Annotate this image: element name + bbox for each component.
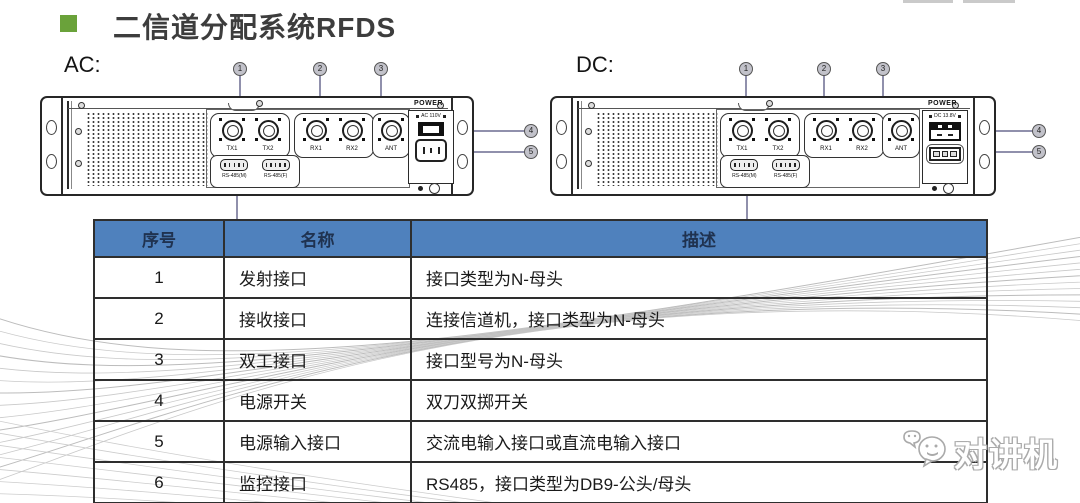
ac-section-label: AC: [64, 52, 101, 77]
power-label: POWER [928, 100, 957, 107]
db9-group: RS-485(M) RS-485(F) [210, 155, 300, 188]
power-switch [929, 122, 961, 141]
n-connector-ant: ANT [376, 115, 406, 153]
tx-connector-group: TX1 TX2 [210, 113, 290, 158]
callout-2-dc: 2 [817, 62, 831, 76]
n-connector-rx1: RX1 [811, 115, 841, 153]
table-row: 1 发射接口 接口类型为N-母头 [93, 256, 988, 299]
cell-index: 4 [93, 379, 225, 422]
power-indicator [418, 183, 440, 194]
table-row: 2 接收接口 连接信道机，接口类型为N-母头 [93, 297, 988, 340]
rack-ear [42, 98, 63, 194]
title-bullet-icon [60, 15, 77, 32]
dc-section-label: DC: [576, 52, 614, 77]
dc-voltage-label: DC 13.8V [934, 113, 956, 119]
rx-connector-group: RX1 RX2 [804, 113, 884, 158]
wechat-bubbles-icon [903, 430, 946, 468]
power-indicator [932, 183, 954, 194]
callout-1-ac: 1 [233, 62, 247, 76]
cell-description: 接口类型为N-母头 [410, 256, 988, 299]
cell-name: 双工接口 [223, 338, 412, 381]
n-connector-tx1: TX1 [727, 115, 757, 153]
callout-5-dc: 5 [1032, 145, 1046, 159]
callout-4-dc: 4 [1032, 124, 1046, 138]
cell-index: 3 [93, 338, 225, 381]
rack-ear [973, 98, 994, 194]
rack-ear [451, 98, 472, 194]
header-name: 名称 [223, 219, 412, 258]
callout-5-ac: 5 [524, 145, 538, 159]
header-description: 描述 [410, 219, 988, 258]
cell-name: 电源输入接口 [223, 420, 412, 463]
n-connector-rx2: RX2 [337, 115, 367, 153]
cell-description: 接口型号为N-母头 [410, 338, 988, 381]
page-title: 二信道分配系统RFDS [113, 12, 397, 43]
table-row: 5 电源输入接口 交流电输入接口或直流电输入接口 [93, 420, 988, 463]
interface-table: 序号 名称 描述 1 发射接口 接口类型为N-母头 2 接收接口 连接信道机，接… [93, 219, 988, 503]
db9-connector: RS-485(F) [258, 159, 294, 181]
table-row: 3 双工接口 接口型号为N-母头 [93, 338, 988, 381]
watermark-text: 对讲机 [954, 436, 1059, 473]
cell-description: 连接信道机，接口类型为N-母头 [410, 297, 988, 340]
ac-power-panel: AC 110V [408, 110, 454, 184]
db9-connector: RS-485(F) [768, 159, 804, 181]
cell-index: 2 [93, 297, 225, 340]
ac-rear-panel-diagram: TX1 TX2 RX1 RX2 ANT [40, 96, 474, 196]
ant-connector-group: ANT [882, 113, 920, 158]
cropped-watermark-fragment [903, 0, 953, 3]
tx-connector-group: TX1 TX2 [720, 113, 800, 158]
callout-1-dc: 1 [739, 62, 753, 76]
cell-index: 6 [93, 461, 225, 503]
n-connector-tx2: TX2 [763, 115, 793, 153]
n-connector-ant: ANT [886, 115, 916, 153]
n-connector-rx2: RX2 [847, 115, 877, 153]
dc-power-panel: DC 13.8V [922, 110, 968, 184]
vent-grid [86, 112, 208, 186]
rx-connector-group: RX1 RX2 [294, 113, 374, 158]
table-row: 6 监控接口 RS485，接口类型为DB9-公头/母头 [93, 461, 988, 503]
cell-name: 电源开关 [223, 379, 412, 422]
rack-ear [552, 98, 573, 194]
cell-name: 接收接口 [223, 297, 412, 340]
dc-terminal-block [926, 144, 964, 164]
vent-grid [596, 112, 718, 186]
title-row: 二信道分配系统RFDS [60, 6, 396, 46]
cell-index: 1 [93, 256, 225, 299]
table-header-row: 序号 名称 描述 [93, 219, 988, 258]
cropped-watermark-fragment [963, 0, 1015, 3]
callout-4-ac: 4 [524, 124, 538, 138]
db9-connector: RS-485(M) [726, 159, 762, 181]
cell-name: 监控接口 [223, 461, 412, 503]
n-connector-rx1: RX1 [301, 115, 331, 153]
cell-description: 双刀双掷开关 [410, 379, 988, 422]
cell-name: 发射接口 [223, 256, 412, 299]
n-connector-tx2: TX2 [253, 115, 283, 153]
header-index: 序号 [93, 219, 225, 258]
table-row: 4 电源开关 双刀双掷开关 [93, 379, 988, 422]
watermark: 对讲机 [898, 428, 1059, 476]
db9-group: RS-485(M) RS-485(F) [720, 155, 810, 188]
power-switch [418, 122, 444, 136]
callout-2-ac: 2 [313, 62, 327, 76]
ac-power-inlet [415, 139, 447, 162]
power-label: POWER [414, 100, 443, 107]
n-connector-tx1: TX1 [217, 115, 247, 153]
dc-rear-panel-diagram: TX1 TX2 RX1 RX2 ANT [550, 96, 996, 196]
callout-3-ac: 3 [374, 62, 388, 76]
cell-index: 5 [93, 420, 225, 463]
db9-connector: RS-485(M) [216, 159, 252, 181]
ac-voltage-label: AC 110V [421, 113, 441, 119]
callout-3-dc: 3 [876, 62, 890, 76]
ant-connector-group: ANT [372, 113, 410, 158]
